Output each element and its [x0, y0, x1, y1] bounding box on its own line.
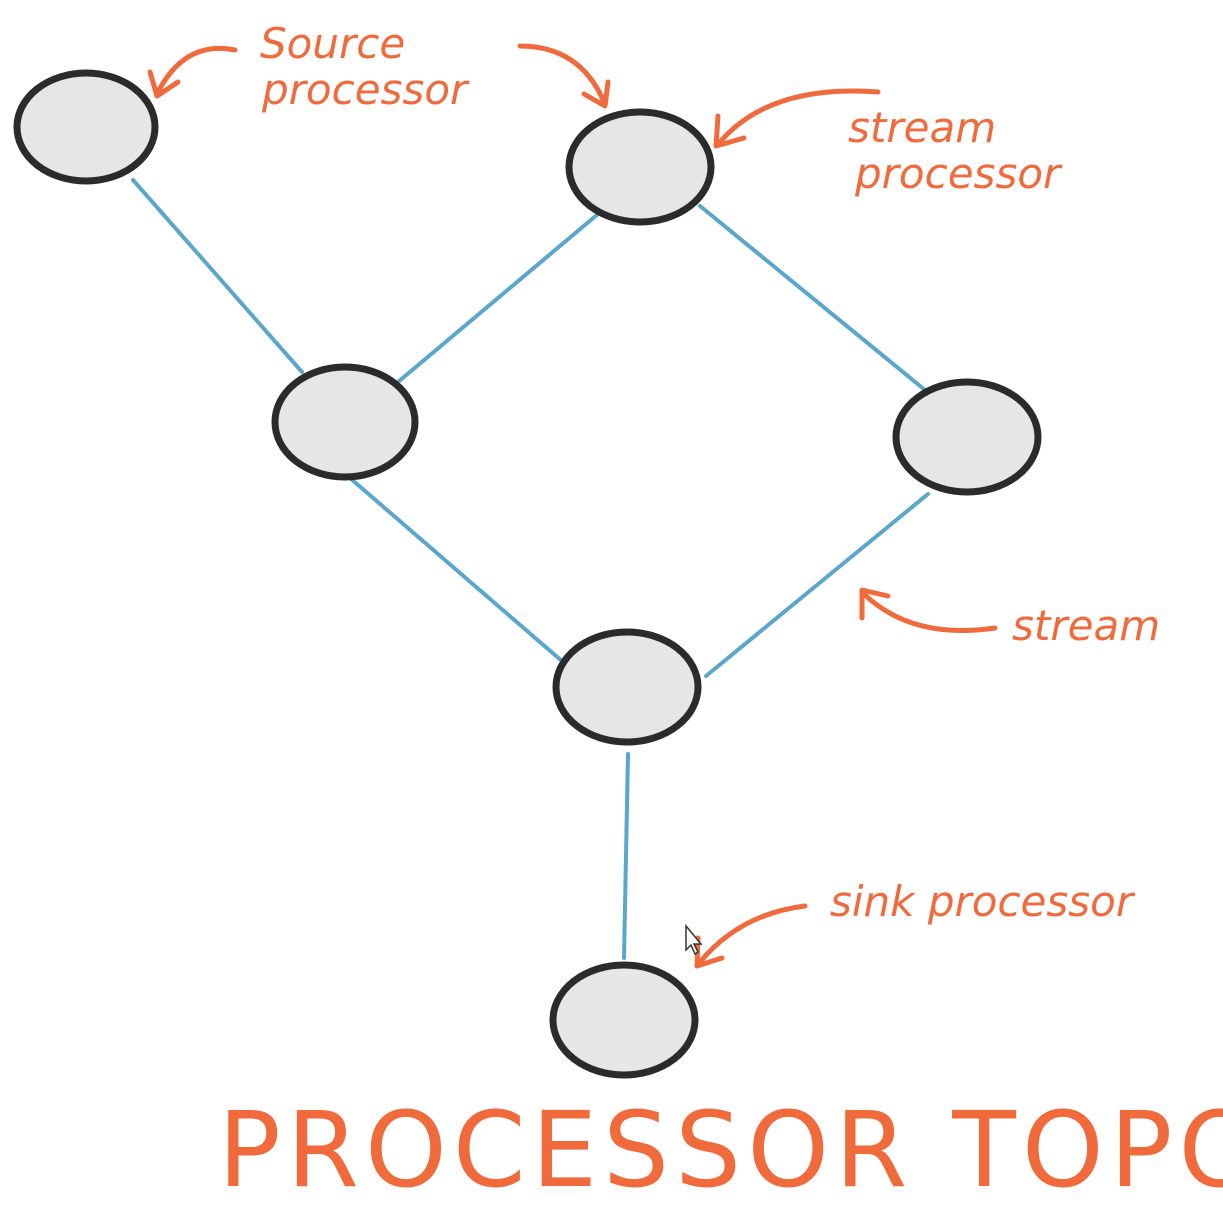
arrowhead-sink-icon: [694, 935, 725, 969]
source-processor-node: [13, 69, 159, 185]
arrow-to-stream-processor-icon: [717, 88, 881, 145]
stream-label: stream: [1012, 601, 1160, 650]
sink-processor-node: [549, 961, 699, 1079]
annotation-arrows: [147, 43, 998, 969]
sink-processor-label: sink processor: [830, 877, 1136, 926]
annotation-labels: Source processor stream processor stream…: [260, 19, 1160, 926]
arrowhead-stream-processor-b-icon: [713, 113, 747, 149]
arrow-to-sink-icon: [697, 903, 808, 965]
arrowhead-source-icon: [147, 69, 181, 99]
mouse-cursor-icon: [685, 923, 703, 956]
source-label-line1: Source: [260, 19, 405, 68]
arrow-to-source-icon: [155, 45, 238, 95]
arrow-to-stream-icon: [861, 591, 998, 633]
left-processor-node: [271, 363, 419, 481]
diagram-title: PROCESSOR TOPOLOGY: [218, 1089, 1223, 1211]
stream-processor-label-line2: processor: [854, 149, 1063, 198]
edge-right-node-to-merge-node: [704, 492, 930, 678]
edge-merge-node-to-sink: [622, 752, 630, 960]
stream-processor-label-line1: stream: [848, 103, 996, 152]
nodes: [13, 69, 1042, 1079]
right-processor-node: [892, 378, 1042, 496]
stream-processor-node: [565, 108, 715, 226]
edge-stream-processor-to-left-node: [396, 212, 600, 384]
merge-processor-node: [552, 628, 702, 746]
source-label-line2: processor: [261, 65, 470, 114]
edge-stream-processor-to-right-node: [698, 204, 927, 392]
edges: [131, 178, 930, 960]
edge-left-node-to-merge-node: [348, 476, 565, 664]
arrowhead-stream-icon: [859, 587, 891, 621]
edge-source-to-left-node: [131, 178, 304, 374]
arrowhead-stream-processor-a-icon: [581, 79, 611, 109]
arrow-to-stream-processor-from-source-label-icon: [517, 43, 607, 105]
